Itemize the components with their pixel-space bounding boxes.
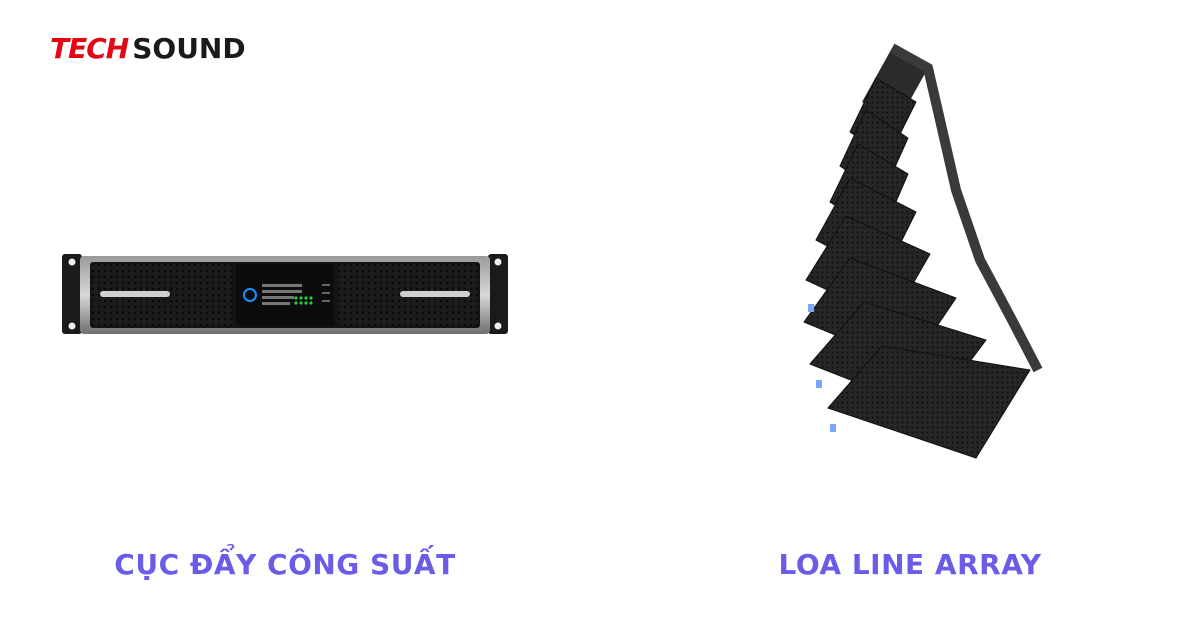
power-amplifier-image — [62, 254, 508, 334]
brand-logo: TECH SOUND — [50, 28, 246, 68]
caption-line-array: LOA LINE ARRAY — [778, 548, 1042, 581]
caption-power-amplifier: CỤC ĐẨY CÔNG SUẤT — [114, 548, 456, 581]
brand-logo-sound: SOUND — [132, 31, 246, 65]
brand-logo-tech: TECH — [50, 31, 129, 65]
line-array-speaker-image — [803, 43, 1043, 459]
